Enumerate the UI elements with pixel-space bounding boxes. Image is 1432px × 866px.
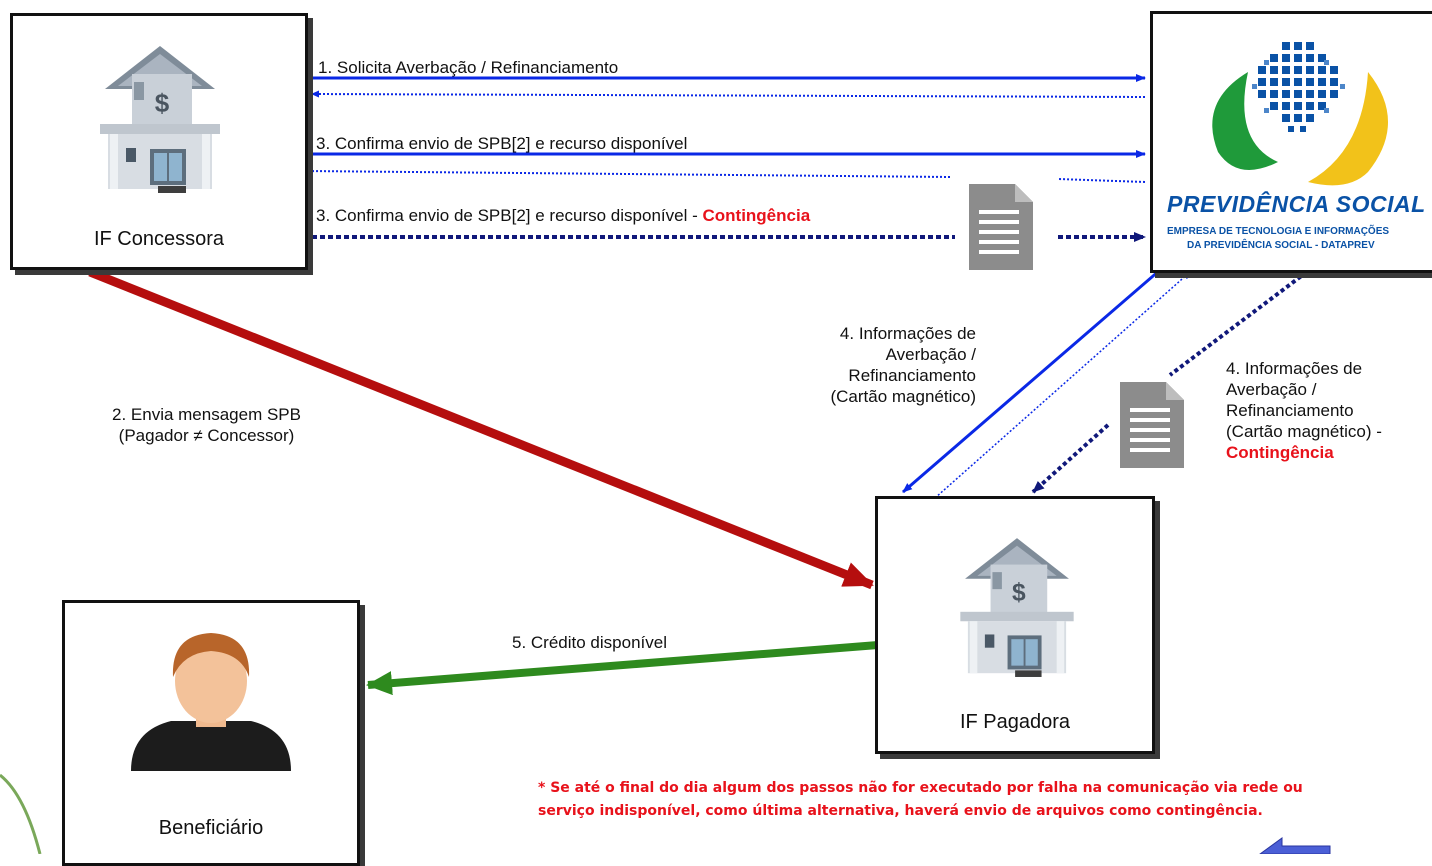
document-icon	[1120, 382, 1184, 468]
step3-contingency-flag: Contingência	[702, 206, 811, 225]
step4c-line3: Refinanciamento	[1226, 401, 1354, 420]
arrow-step1-return	[311, 90, 1146, 98]
step4c-line1: 4. Informações de	[1226, 359, 1363, 378]
blue-arrow-fragment-icon	[1259, 837, 1331, 854]
step4-line2: Averbação /	[885, 345, 976, 364]
previdencia-subtitle-2: DA PREVIDÊNCIA SOCIAL - DATAPREV	[1187, 240, 1375, 251]
beneficiario-label: Beneficiário	[158, 817, 264, 839]
previdencia-box: PREVIDÊNCIA SOCIAL EMPRESA DE TECNOLOGIA…	[1150, 11, 1432, 273]
arrow-step4-return	[934, 271, 1191, 499]
arrow-step3-return-left	[304, 167, 951, 178]
step5-label: 5. Crédito disponível	[512, 633, 667, 652]
step4c-line2: Averbação /	[1226, 380, 1317, 399]
step4-line4: (Cartão magnético)	[830, 387, 976, 406]
bank-icon: $	[100, 46, 220, 193]
step3-contingency-text: 3. Confirma envio de SPB[2] e recurso di…	[316, 206, 698, 225]
step1-label: 1. Solicita Averbação / Refinanciamento	[318, 58, 619, 77]
step4-line1: 4. Informações de	[839, 324, 976, 343]
if-concessora-box: $ IF Concessora	[10, 13, 308, 270]
arrow-step4-contingency-b	[1031, 423, 1110, 494]
bank-icon: $	[960, 538, 1074, 677]
step3-label: 3. Confirma envio de SPB[2] e recurso di…	[316, 134, 688, 153]
arrow-step4-contingency-a	[1168, 266, 1314, 377]
if-pagadora-label: IF Pagadora	[959, 711, 1071, 733]
note-line1: * Se até o final do dia algum dos passos…	[538, 780, 1303, 796]
person-icon	[131, 633, 291, 771]
step2-line1: 2. Envia mensagem SPB	[112, 405, 301, 424]
previdencia-title: PREVIDÊNCIA SOCIAL	[1167, 191, 1426, 217]
contingency-note: * Se até o final do dia algum dos passos…	[538, 777, 1358, 823]
step3-contingency-label: 3. Confirma envio de SPB[2] e recurso di…	[316, 205, 810, 226]
if-pagadora-box: $ IF Pagadora	[875, 496, 1155, 754]
arrow-step4-info	[902, 268, 1161, 494]
step4c-line4: (Cartão magnético) -	[1226, 422, 1382, 441]
if-concessora-label: IF Concessora	[93, 228, 225, 250]
corner-swoosh-decoration	[0, 773, 42, 854]
previdencia-logo	[1212, 42, 1388, 186]
beneficiario-box: Beneficiário	[62, 600, 360, 866]
step4-contingency-label: 4. Informações de Averbação / Refinancia…	[1226, 358, 1382, 463]
svg-text:$: $	[155, 88, 170, 118]
step4c-flag: Contingência	[1226, 443, 1334, 462]
svg-text:$: $	[1012, 579, 1026, 606]
arrow-step5-credit	[366, 641, 879, 696]
step4-line3: Refinanciamento	[848, 366, 976, 385]
step4-label: 4. Informações de Averbação / Refinancia…	[790, 323, 976, 407]
previdencia-subtitle-1: EMPRESA DE TECNOLOGIA E INFORMAÇÕES	[1167, 226, 1390, 237]
arrow-step3-return-right	[1057, 178, 1146, 183]
note-line2: serviço indisponível, como última altern…	[538, 803, 1263, 819]
arrow-step2-spb	[88, 267, 874, 590]
step2-label: 2. Envia mensagem SPB (Pagador ≠ Concess…	[112, 404, 301, 446]
step2-line2: (Pagador ≠ Concessor)	[118, 426, 295, 445]
document-icon	[969, 184, 1033, 270]
